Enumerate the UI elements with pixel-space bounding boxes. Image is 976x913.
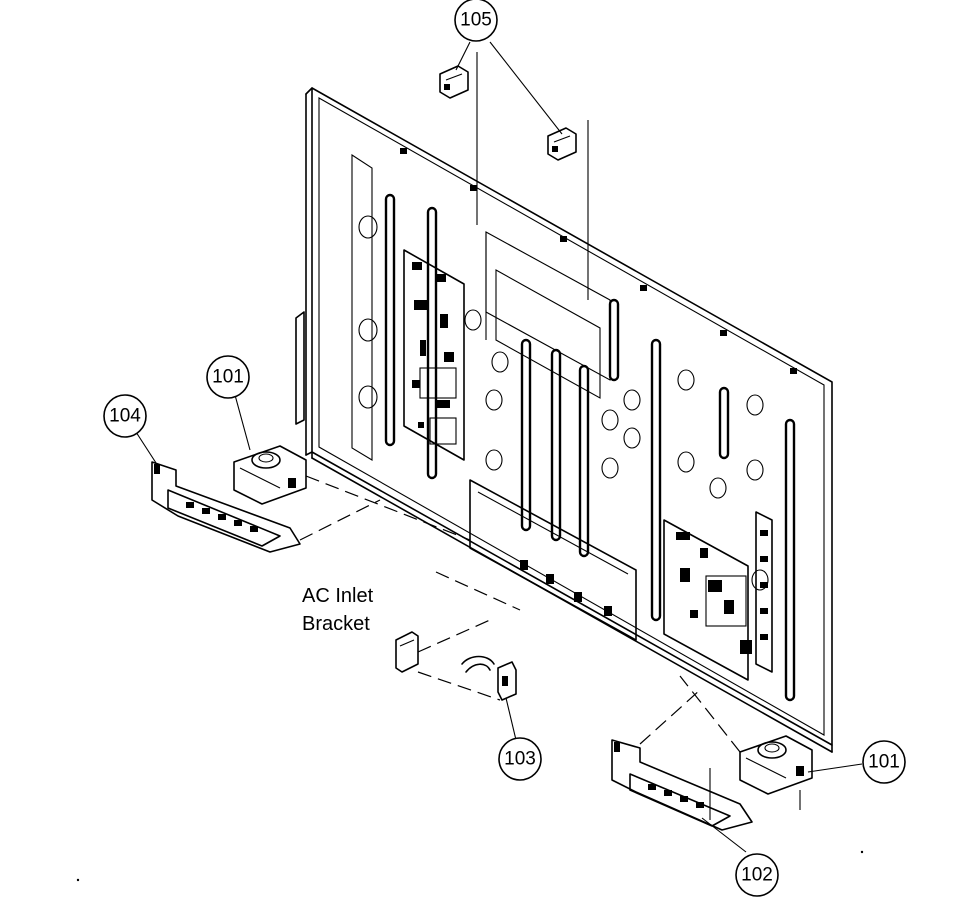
speck-dot bbox=[76, 878, 80, 882]
callout-103: 103 bbox=[498, 737, 542, 781]
ac-inlet-bracket-label: AC Inlet Bracket bbox=[302, 585, 374, 635]
part-ac-inlet-bracket bbox=[395, 631, 419, 673]
alignment-lines bbox=[299, 52, 801, 820]
part-103-cable-clip bbox=[461, 655, 517, 701]
callout-104: 104 bbox=[103, 394, 147, 438]
callout-101-right: 101 bbox=[862, 740, 906, 784]
part-102-speaker-box-right bbox=[611, 739, 753, 831]
callout-103-text: 103 bbox=[504, 749, 536, 770]
callout-102: 102 bbox=[735, 853, 779, 897]
ac-inlet-label-line2: Bracket bbox=[302, 613, 370, 635]
part-104-speaker-box-left bbox=[151, 461, 301, 553]
callout-101-right-text: 101 bbox=[868, 752, 900, 773]
part-105-clip-left bbox=[439, 65, 469, 99]
callout-105-text: 105 bbox=[460, 10, 492, 31]
callout-leaders bbox=[135, 41, 863, 853]
callout-102-text: 102 bbox=[741, 865, 773, 886]
callout-105: 105 bbox=[454, 0, 498, 42]
ac-inlet-label-line1: AC Inlet bbox=[302, 585, 374, 607]
part-101-speaker-left bbox=[233, 445, 307, 505]
speck-dot bbox=[860, 850, 864, 854]
main-chassis-panel bbox=[295, 87, 833, 753]
callout-101-left-text: 101 bbox=[212, 367, 244, 388]
callout-104-text: 104 bbox=[109, 406, 141, 427]
part-101-speaker-right bbox=[739, 735, 813, 795]
part-105-clip-right bbox=[547, 127, 577, 161]
callout-101-left: 101 bbox=[206, 355, 250, 399]
